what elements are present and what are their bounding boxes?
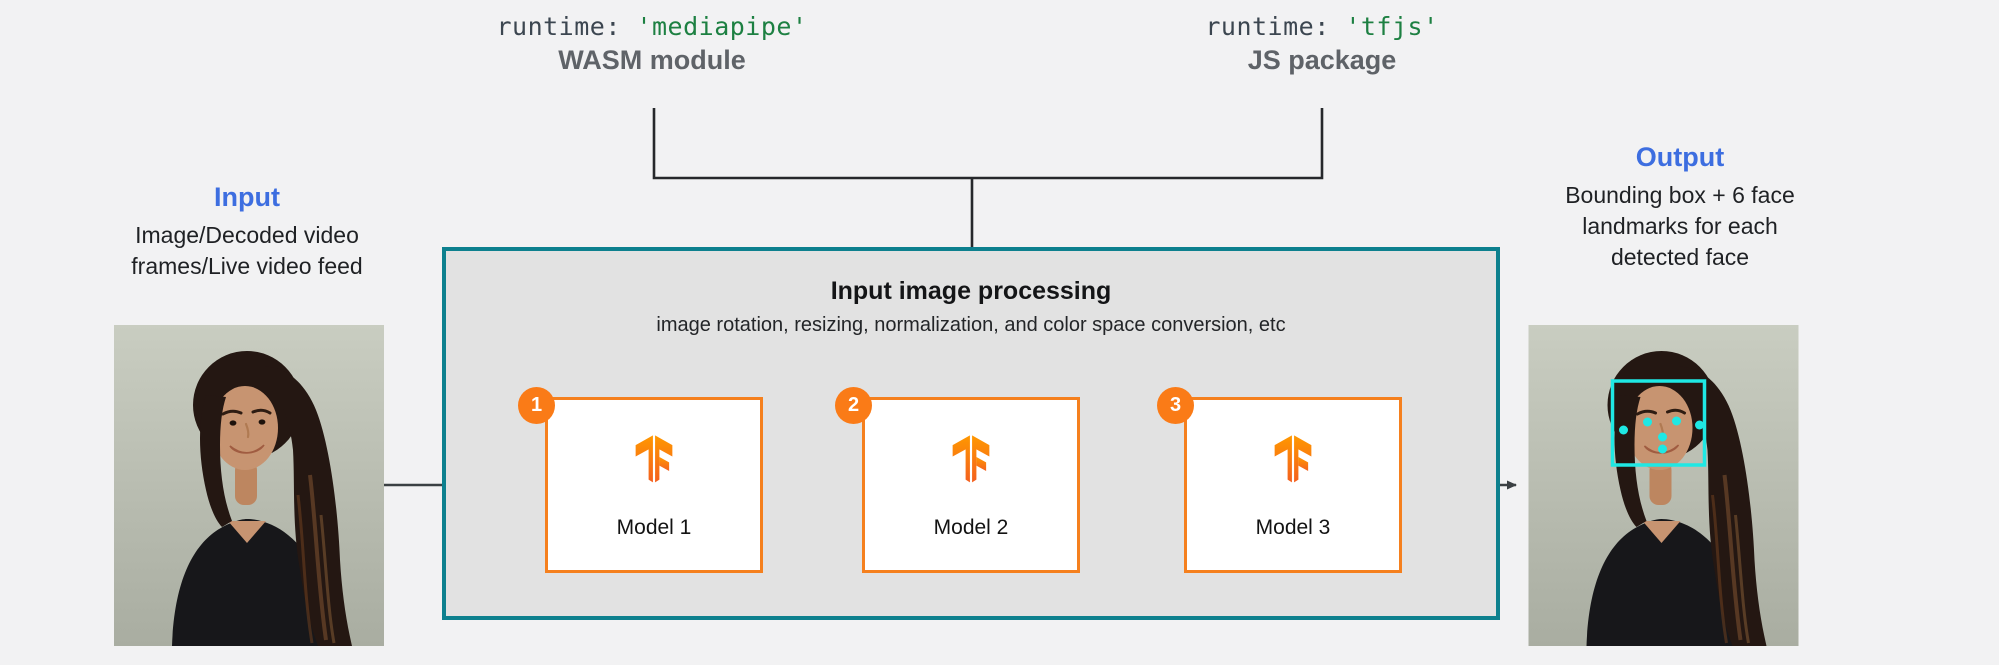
input-image-processing-box: Input image processing image rotation, r… <box>442 247 1500 620</box>
tensorflow-logo-icon <box>952 435 990 483</box>
js-package-label: JS package <box>1247 45 1397 75</box>
input-photo <box>114 325 384 646</box>
face-landmark-dot <box>1658 432 1667 442</box>
model-1-label: Model 1 <box>616 516 692 539</box>
runtime-tfjs-code: runtime: 'tfjs' <box>1112 12 1532 41</box>
output-description-line: landmarks for each <box>1582 213 1778 239</box>
input-caption: Input Image/Decoded video frames/Live vi… <box>87 182 407 282</box>
tensorflow-logo-icon <box>635 435 673 483</box>
runtime-mediapipe-annotation: runtime: 'mediapipe' WASM module <box>442 12 862 76</box>
model-1-box: 1 Model 1 <box>518 387 763 573</box>
woman-portrait-illustration <box>114 325 384 646</box>
face-bounding-box <box>1610 379 1707 467</box>
model-2-label: Model 2 <box>933 516 1009 539</box>
output-photo <box>1527 325 1800 646</box>
step-1-badge: 1 <box>518 387 555 424</box>
tensorflow-logo-icon <box>1274 435 1312 483</box>
code-string: 'mediapipe' <box>636 12 808 41</box>
input-description-line: Image/Decoded video <box>135 222 359 248</box>
face-landmark-dot <box>1643 417 1652 427</box>
face-landmark-dot <box>1658 444 1667 454</box>
face-landmark-dot <box>1619 425 1628 435</box>
face-landmark-dot <box>1695 420 1704 430</box>
processing-title: Input image processing <box>830 277 1112 305</box>
model-2-box: 2 Model 2 <box>835 387 1080 573</box>
output-description-line: Bounding box + 6 face <box>1565 182 1795 208</box>
runtime-bracket-line <box>652 108 1324 180</box>
output-title: Output <box>1635 142 1725 172</box>
face-landmark-dot <box>1672 416 1681 426</box>
output-description-line: detected face <box>1610 244 1750 270</box>
code-string: 'tfjs' <box>1345 12 1439 41</box>
input-title: Input <box>214 182 280 212</box>
code-key: runtime: <box>1205 12 1330 41</box>
model-3-box: 3 Model 3 <box>1157 387 1402 573</box>
face-landmark-dots <box>1619 416 1704 454</box>
wasm-module-label: WASM module <box>558 45 746 75</box>
model-3-label: Model 3 <box>1255 516 1331 539</box>
runtime-mediapipe-code: runtime: 'mediapipe' <box>442 12 862 41</box>
code-key: runtime: <box>496 12 621 41</box>
step-3-badge: 3 <box>1157 387 1194 424</box>
output-caption: Output Bounding box + 6 face landmarks f… <box>1520 142 1840 273</box>
runtime-tfjs-annotation: runtime: 'tfjs' JS package <box>1112 12 1532 76</box>
step-2-badge: 2 <box>835 387 872 424</box>
woman-portrait-illustration <box>1528 325 1799 646</box>
processing-subtitle: image rotation, resizing, normalization,… <box>656 314 1286 336</box>
input-description-line: frames/Live video feed <box>131 253 363 279</box>
